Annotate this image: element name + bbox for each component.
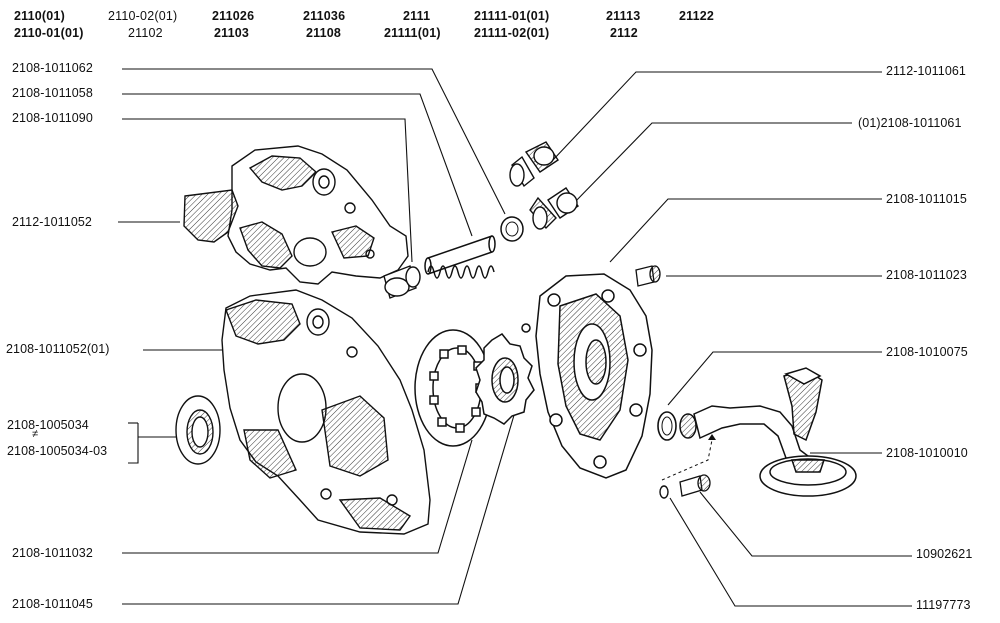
upper-housing-part bbox=[183, 145, 409, 285]
oil-pickup-part bbox=[679, 367, 857, 497]
inner-gear-part bbox=[475, 333, 535, 425]
part-label-2108-1011058: 2108-1011058 bbox=[12, 86, 93, 100]
model-number: 2111 bbox=[403, 9, 431, 23]
leader-line bbox=[122, 68, 506, 215]
part-label-2108-1011045: 2108-1011045 bbox=[12, 597, 93, 611]
leader-line bbox=[609, 198, 882, 263]
oil-seal-part bbox=[175, 395, 221, 465]
part-label-2108-1011090: 2108-1011090 bbox=[12, 111, 93, 125]
part-label-2108-1011023: 2108-1011023 bbox=[886, 268, 967, 282]
leader-lines-right bbox=[552, 71, 912, 607]
part-label-2112-1011052: 2112-1011052 bbox=[12, 215, 92, 229]
gasket-ring-part bbox=[500, 216, 524, 242]
leader-line bbox=[128, 423, 139, 464]
lower-housing-part bbox=[221, 289, 431, 535]
model-number: 21122 bbox=[679, 9, 715, 23]
part-label-2108-1010075: 2108-1010075 bbox=[886, 345, 968, 359]
leader-line bbox=[552, 71, 882, 161]
model-number: 21111-01(01) bbox=[474, 9, 550, 23]
part-label-2108-1011062: 2108-1011062 bbox=[12, 61, 93, 75]
leader-line bbox=[667, 351, 882, 406]
model-number: 2110-02(01) bbox=[108, 9, 178, 23]
plug-bolt-upper bbox=[509, 141, 559, 188]
model-number: 21103 bbox=[214, 26, 250, 40]
part-label-2108-1011052-01: 2108-1011052(01) bbox=[6, 342, 110, 356]
relief-valve-spring bbox=[424, 235, 496, 279]
part-label-2108-1005034-03: 2108-1005034-03 bbox=[7, 444, 108, 458]
assembly-dashed-line bbox=[661, 439, 713, 481]
model-number: 21108 bbox=[306, 26, 342, 40]
model-number: 21111(01) bbox=[384, 26, 441, 40]
part-label-2108-1011032: 2108-1011032 bbox=[12, 546, 93, 560]
cover-screw-part bbox=[635, 265, 661, 287]
part-label-2108-1010010: 2108-1010010 bbox=[886, 446, 968, 460]
model-number: 211036 bbox=[303, 9, 346, 23]
pump-cover-part bbox=[521, 273, 653, 479]
model-number: 21102 bbox=[128, 26, 163, 40]
part-label-2108-1011015: 2108-1011015 bbox=[886, 192, 967, 206]
model-number: 21111-02(01) bbox=[474, 26, 550, 40]
model-number: 2112 bbox=[610, 26, 638, 40]
model-number: 2110(01) bbox=[14, 9, 65, 23]
leader-line bbox=[122, 118, 413, 263]
leader-lines-left bbox=[118, 68, 521, 605]
part-label-2108-1005034: 2108-1005034 bbox=[7, 418, 89, 432]
relief-valve-sleeve bbox=[383, 265, 421, 299]
bolt-part bbox=[679, 474, 711, 497]
leader-line bbox=[699, 491, 912, 557]
part-label-01-2108-1011061: (01)2108-1011061 bbox=[858, 116, 962, 130]
leader-line bbox=[669, 497, 912, 607]
part-label-10902621: 10902621 bbox=[916, 547, 973, 561]
not-equal-sign: ≠ bbox=[32, 428, 39, 440]
leader-line bbox=[571, 122, 852, 206]
model-number: 21113 bbox=[606, 9, 641, 23]
leader-line bbox=[122, 439, 473, 554]
model-number: 211026 bbox=[212, 9, 255, 23]
assembly-arrow bbox=[708, 434, 716, 440]
washer-part bbox=[659, 485, 669, 499]
leader-line bbox=[122, 394, 521, 605]
model-number: 2110-01(01) bbox=[14, 26, 84, 40]
part-label-2112-1011061: 2112-1011061 bbox=[886, 64, 966, 78]
o-ring-part bbox=[657, 411, 677, 441]
leader-line bbox=[122, 93, 473, 237]
plug-bolt-lower bbox=[529, 187, 579, 230]
outer-gear-part bbox=[414, 329, 492, 447]
part-label-11197773: 11197773 bbox=[916, 598, 971, 612]
